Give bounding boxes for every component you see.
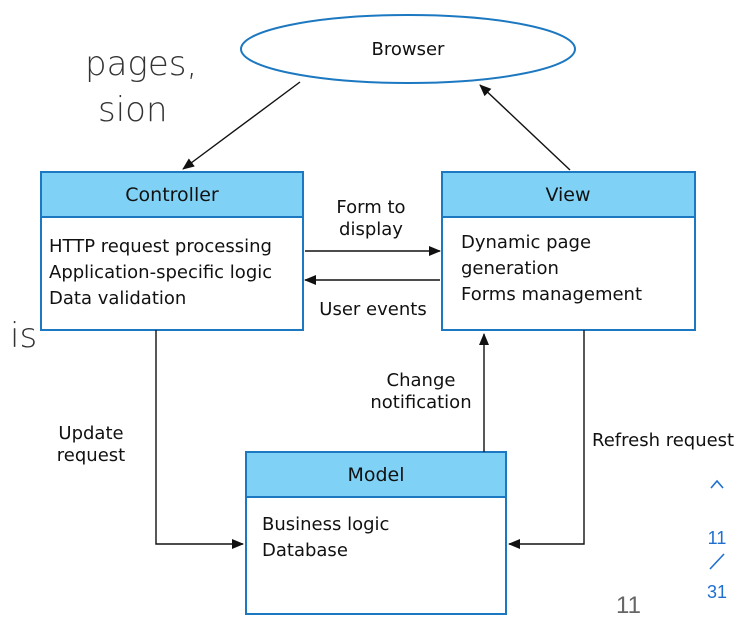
nav-current-page: 11 (707, 528, 727, 548)
model-title: Model (347, 464, 404, 486)
edge-browser-to-controller (182, 81, 301, 170)
controller-line-3: Data validation (49, 288, 186, 309)
edge-view-to-model (508, 330, 585, 549)
label-update-request-1: Update (58, 423, 123, 444)
view-line-3: Forms management (461, 284, 642, 305)
nav-prev-button[interactable] (702, 474, 732, 494)
model-line-2: Database (262, 540, 348, 561)
label-user-events: User events (319, 299, 426, 320)
nav-total-pages: 31 (706, 582, 728, 602)
controller-line-2: Application-specific logic (49, 262, 272, 283)
chevron-up-icon (710, 479, 724, 489)
nav-separator (702, 550, 732, 574)
label-form-to-display-1: Form to (336, 197, 405, 218)
label-update-request-2: request (57, 445, 125, 466)
page-number: 11 (616, 592, 641, 619)
browser-label: Browser (372, 39, 446, 60)
view-line-1: Dynamic page (461, 232, 591, 253)
browser-node: Browser (240, 14, 576, 84)
view-line-2: generation (461, 258, 559, 279)
model-node: Model Business logic Database (245, 451, 507, 615)
slash-icon (709, 553, 725, 570)
label-change-notification-2: notification (370, 392, 471, 413)
view-node: View Dynamic page generation Forms manag… (441, 171, 696, 331)
edge-view-to-browser (479, 84, 571, 171)
edge-controller-to-model (155, 330, 244, 549)
controller-title: Controller (125, 184, 219, 206)
view-title: View (545, 184, 590, 206)
label-form-to-display-2: display (339, 219, 403, 240)
controller-node: Controller HTTP request processing Appli… (40, 171, 304, 331)
label-change-notification-1: Change (387, 370, 456, 391)
label-refresh-request: Refresh request (592, 430, 734, 451)
background-text-sion: sion (98, 90, 168, 130)
background-text-is: is (10, 316, 38, 356)
model-line-1: Business logic (262, 514, 389, 535)
background-text-pages: pages, (85, 44, 198, 84)
controller-line-1: HTTP request processing (49, 236, 272, 257)
